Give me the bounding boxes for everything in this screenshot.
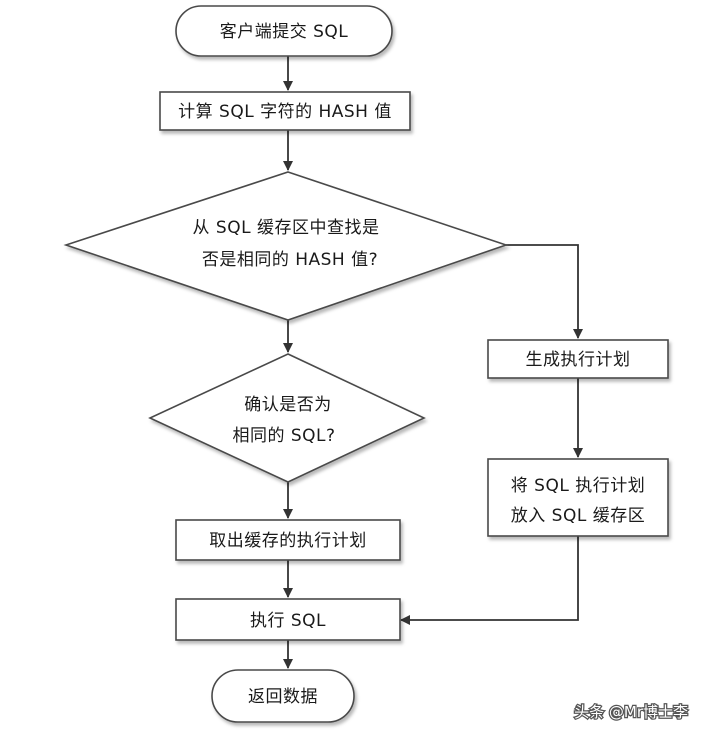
arrow-store-to-execute (400, 536, 579, 625)
decision2-line1: 确认是否为 (244, 395, 332, 415)
end-node: 返回数据 (211, 669, 355, 723)
decision1-line2: 否是相同的 HASH 值? (202, 250, 378, 270)
hash-label: 计算 SQL 字符的 HASH 值 (178, 102, 392, 122)
watermark-text: 头条 @Mr博士李 (574, 703, 688, 721)
fetch-plan-label: 取出缓存的执行计划 (209, 531, 367, 551)
arrow-decision1-to-generate (506, 244, 583, 339)
execute-label: 执行 SQL (250, 611, 326, 631)
store-plan-node: 将 SQL 执行计划 放入 SQL 缓存区 (487, 458, 669, 537)
start-node: 客户端提交 SQL (175, 5, 393, 57)
decision2-line2: 相同的 SQL? (232, 426, 335, 446)
connectors (283, 56, 583, 669)
decision1-line1: 从 SQL 缓存区中查找是 (193, 218, 380, 238)
generate-plan-label: 生成执行计划 (526, 350, 631, 370)
store-plan-line2: 放入 SQL 缓存区 (511, 506, 645, 526)
decision2-node: 确认是否为 相同的 SQL? (148, 353, 426, 483)
decision1-node: 从 SQL 缓存区中查找是 否是相同的 HASH 值? (63, 171, 509, 321)
hash-node: 计算 SQL 字符的 HASH 值 (159, 91, 411, 131)
fetch-plan-node: 取出缓存的执行计划 (175, 519, 401, 561)
watermark: 头条 @Mr博士李 (573, 702, 689, 723)
store-plan-line1: 将 SQL 执行计划 (511, 476, 645, 496)
end-label: 返回数据 (248, 687, 318, 707)
execute-node: 执行 SQL (175, 598, 401, 641)
generate-plan-node: 生成执行计划 (487, 339, 669, 379)
start-label: 客户端提交 SQL (220, 22, 349, 42)
